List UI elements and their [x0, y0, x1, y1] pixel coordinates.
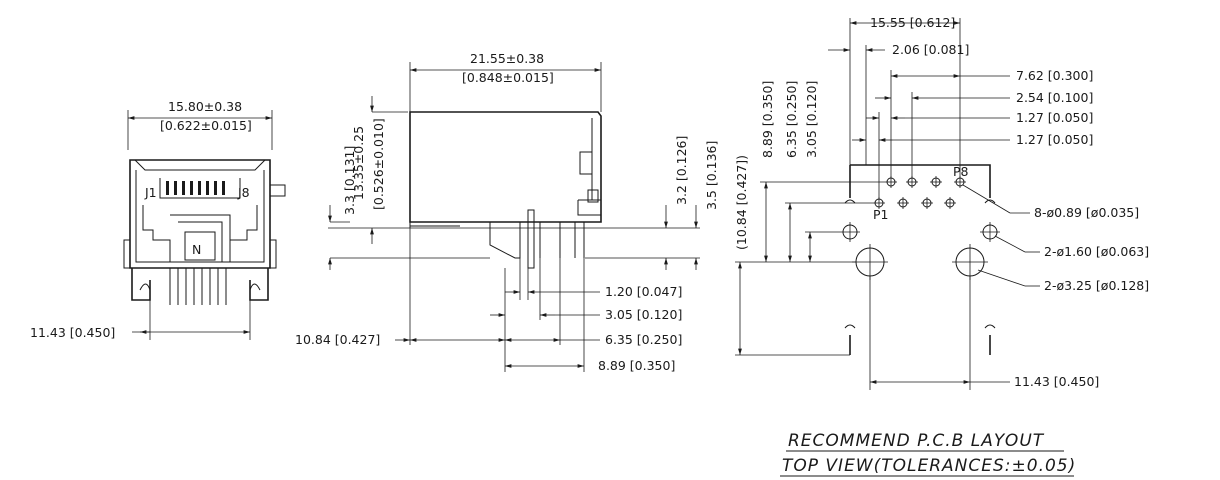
- front-width-dim: 15.80±0.38: [168, 99, 242, 114]
- j8-label: J8: [237, 185, 250, 200]
- pcb-dim-7-62: 7.62 [0.300]: [1016, 68, 1093, 83]
- pcb-title-line1: RECOMMEND P.C.B LAYOUT: [788, 431, 1045, 451]
- small-holes: [840, 222, 1000, 242]
- large-holes: [852, 244, 988, 280]
- side-dim-3-2: 3.2 [0.126]: [674, 136, 689, 205]
- side-height-dim: 13.35±0.25: [351, 126, 366, 200]
- pcb-vdim-6-35: 6.35 [0.250]: [784, 81, 799, 158]
- front-width-dim-inch: [0.622±0.015]: [160, 118, 252, 133]
- contact-comb: [166, 181, 225, 195]
- side-standoff-dim: 3.3 [0.131]: [342, 146, 357, 215]
- side-dim-8-89: 8.89 [0.350]: [598, 358, 675, 373]
- pcb-vdim-3-05: 3.05 [0.120]: [804, 81, 819, 158]
- pcb-bottom-dim: 11.43 [0.450]: [1014, 374, 1099, 389]
- front-view: 15.80±0.38 [0.622±0.015] J1 J8: [30, 99, 286, 340]
- side-dim-1-20: 1.20 [0.047]: [605, 284, 682, 299]
- side-dim-3-05: 3.05 [0.120]: [605, 307, 682, 322]
- side-dim-6-35: 6.35 [0.250]: [605, 332, 682, 347]
- jack-side-body: [409, 111, 602, 269]
- jack-front-body: J1 J8 N: [123, 159, 286, 269]
- pcb-dim-1-27a: 1.27 [0.050]: [1016, 110, 1093, 125]
- small-hole-callout: 2-ø1.60 [ø0.063]: [1044, 244, 1149, 259]
- pcb-title-line2: TOP VIEW(TOLERANCES:±0.05): [782, 456, 1076, 476]
- p8-label: P8: [953, 164, 969, 179]
- pcb-vdim-10-84: (10.84 [0.427]): [734, 155, 749, 250]
- side-length-dim: 21.55±0.38: [470, 51, 544, 66]
- front-pins: [131, 268, 269, 305]
- pin-holes: [873, 176, 966, 209]
- side-length-dim-inch: [0.848±0.015]: [462, 70, 554, 85]
- side-dim-3-5: 3.5 [0.136]: [704, 141, 719, 210]
- pcb-vdim-8-89: 8.89 [0.350]: [760, 81, 775, 158]
- front-pin-spacing-dim: 11.43 [0.450]: [30, 325, 115, 340]
- side-height-dim-inch: [0.526±0.010]: [371, 118, 386, 210]
- pcb-layout-view: 15.55 [0.612] 2.06 [0.081] 7.62 [0.300] …: [734, 15, 1149, 477]
- large-hole-callout: 2-ø3.25 [ø0.128]: [1044, 278, 1149, 293]
- side-dim-10-84: 10.84 [0.427]: [295, 332, 380, 347]
- pcb-dim-2-06: 2.06 [0.081]: [892, 42, 969, 57]
- pin-hole-callout: 8-ø0.89 [ø0.035]: [1034, 205, 1139, 220]
- pcb-dim-1-27b: 1.27 [0.050]: [1016, 132, 1093, 147]
- side-view: 21.55±0.38 [0.848±0.015] 13.35±0.25 [0.5…: [295, 51, 719, 373]
- j1-label: J1: [144, 185, 157, 200]
- pcb-dim-15-55: 15.55 [0.612]: [870, 15, 955, 30]
- p1-label: P1: [873, 207, 889, 222]
- pcb-dim-2-54: 2.54 [0.100]: [1016, 90, 1093, 105]
- logo-letter: N: [192, 242, 201, 257]
